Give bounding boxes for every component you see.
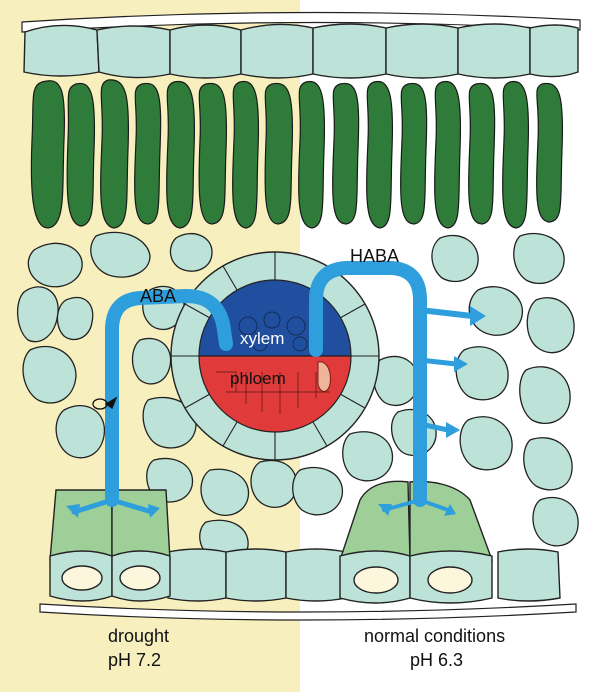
drought-caption-line2: pH 7.2 [108,650,161,670]
drought-caption-line1: drought [108,626,169,646]
xylem-label: xylem [240,329,284,348]
normal-caption-line1: normal conditions [364,626,505,646]
haba-label: HABA [350,246,399,266]
phloem-label: phloem [230,369,286,388]
normal-caption-line2: pH 6.3 [410,650,463,670]
upper-epidermis [24,24,578,78]
aba-label: ABA [140,286,176,306]
